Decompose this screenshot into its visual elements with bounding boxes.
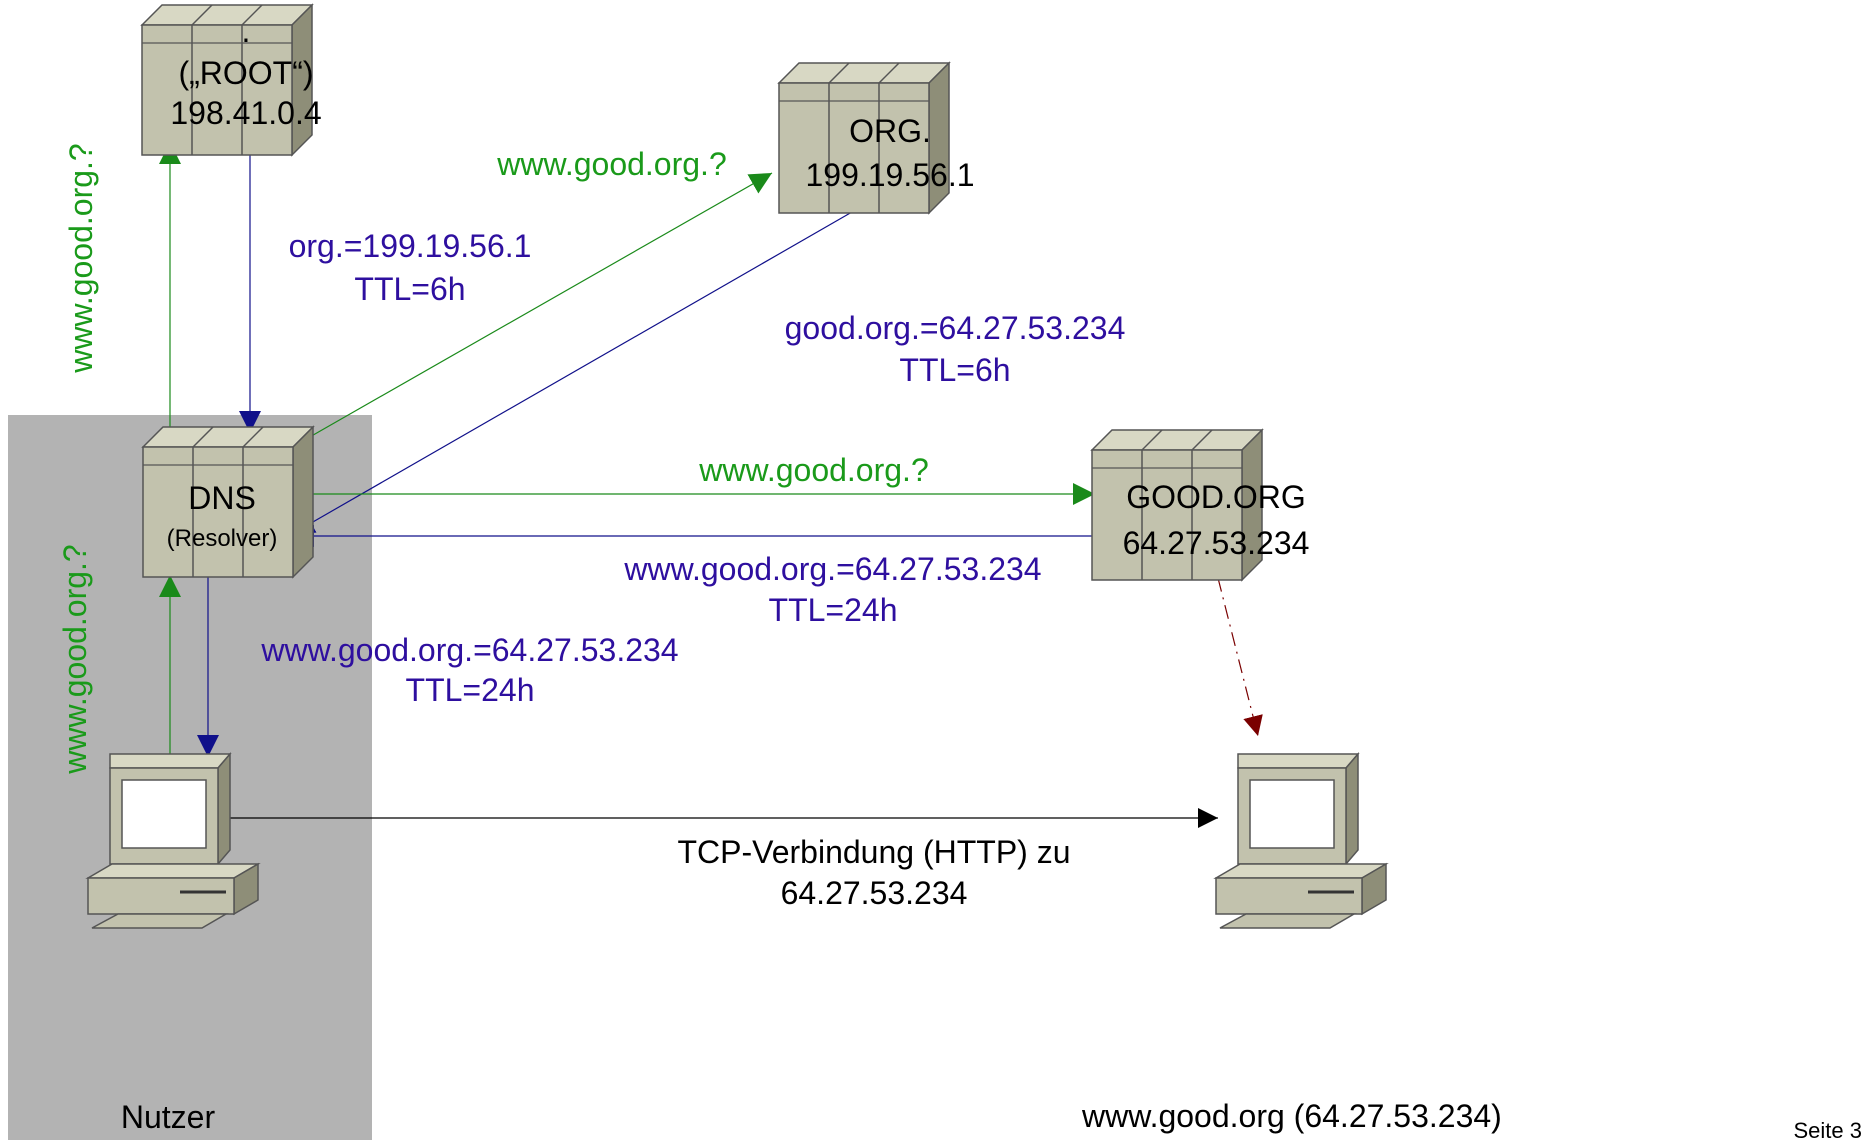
good-org-server-ip: 64.27.53.234 — [1123, 525, 1310, 561]
arrow-query-org — [286, 172, 773, 451]
arrow-host-link — [1217, 577, 1263, 737]
tcp-label-line2: 64.27.53.234 — [781, 875, 968, 911]
arrow-reply-org — [291, 211, 853, 535]
org-server-ip: 199.19.56.1 — [805, 157, 974, 193]
reply-good-line2: TTL=24h — [769, 592, 898, 628]
target-host-label: www.good.org (64.27.53.234) — [1081, 1098, 1502, 1134]
query-org-label: www.good.org.? — [496, 146, 726, 182]
reply-user-line1: www.good.org.=64.27.53.234 — [260, 632, 678, 668]
root-server-ip: 198.41.0.4 — [170, 95, 321, 131]
target-computer-icon — [1214, 752, 1388, 930]
org-server-name: ORG. — [849, 113, 931, 149]
root-server-dot: . — [242, 13, 251, 49]
tcp-label-line1: TCP-Verbindung (HTTP) zu — [677, 834, 1070, 870]
good-org-server-name: GOOD.ORG — [1126, 479, 1306, 515]
reply-org-line1: good.org.=64.27.53.234 — [785, 310, 1126, 346]
dns-resolver-name: DNS — [188, 480, 256, 516]
reply-good-line1: www.good.org.=64.27.53.234 — [623, 551, 1041, 587]
query-user-label: www.good.org.? — [57, 544, 93, 774]
page-number: Seite 3 — [1794, 1118, 1863, 1140]
query-root-label: www.good.org.? — [63, 143, 99, 373]
query-good-label: www.good.org.? — [698, 452, 928, 488]
reply-user-line2: TTL=24h — [406, 672, 535, 708]
reply-root-line2: TTL=6h — [354, 271, 465, 307]
reply-root-line1: org.=199.19.56.1 — [289, 228, 532, 264]
root-server-name: („ROOT“) — [178, 55, 313, 91]
reply-org-line2: TTL=6h — [899, 352, 1010, 388]
dns-resolver-sub: (Resolver) — [167, 525, 278, 552]
user-label: Nutzer — [121, 1099, 216, 1135]
